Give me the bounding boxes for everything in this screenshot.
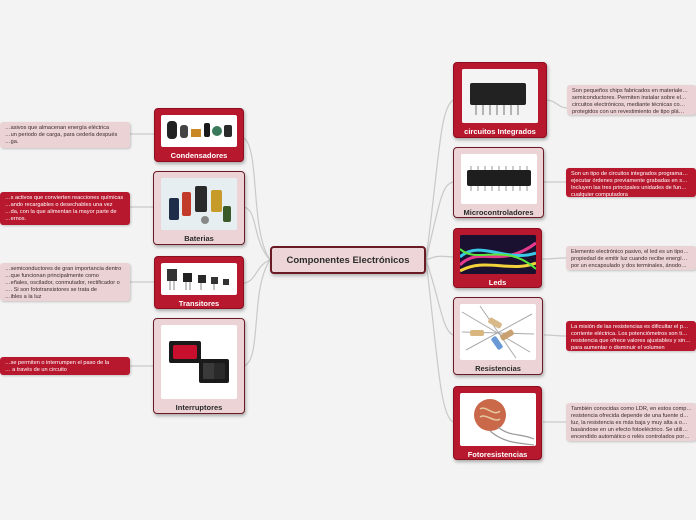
- desc-fotoresistencias: También conocidas como LDR, en estos com…: [566, 403, 696, 441]
- connector-condensadores: [244, 138, 270, 260]
- topic-card-resistencias[interactable]: Resistencias: [453, 297, 543, 375]
- topic-card-microcontroladores[interactable]: Microcontroladores: [453, 147, 544, 218]
- central-topic[interactable]: Componentes Electrónicos: [270, 246, 426, 274]
- desc-transitores: …semiconductores de gran importancia den…: [0, 263, 130, 301]
- connector-fotoresistencias: [426, 260, 453, 422]
- topic-card-transitores[interactable]: Transitores: [154, 256, 244, 309]
- desc-condensadores: …asivos que almacenan energía eléctrica …: [0, 122, 130, 148]
- desc-leds: Elemento electrónico pasivo, el led es u…: [566, 246, 696, 270]
- desc-circuitos-integrados: Son pequeños chips fabricados en materia…: [567, 85, 696, 115]
- connector-micro: [426, 182, 453, 260]
- desc-baterias: …s activos que convierten reacciones quí…: [0, 192, 130, 225]
- batteries-photo-icon: [161, 178, 237, 230]
- desc-resistencias: La misión de las resistencias es dificul…: [566, 321, 696, 351]
- photoresistor-photo-icon: [460, 393, 536, 446]
- topic-card-interruptores[interactable]: Interruptores: [153, 318, 245, 414]
- connector-transitores: [244, 260, 270, 283]
- led-strip-photo-icon: [460, 235, 536, 274]
- topic-card-fotoresistencias[interactable]: Fotoresistencias: [453, 386, 542, 460]
- desc-interruptores: …se permiten o interrumpen el paso de la…: [0, 357, 130, 375]
- connector-leds: [426, 256, 453, 260]
- switches-photo-icon: [161, 325, 237, 399]
- capacitors-photo-icon: [161, 115, 237, 147]
- transistors-photo-icon: [161, 263, 237, 295]
- topic-card-condensadores[interactable]: Condensadores: [154, 108, 244, 162]
- ic-chip-photo-icon: [462, 69, 538, 123]
- connector-interruptores: [244, 260, 270, 366]
- connector-circuitos: [426, 100, 453, 260]
- topic-card-baterias[interactable]: Baterias: [153, 171, 245, 245]
- resistors-photo-icon: [460, 304, 536, 360]
- topic-card-leds[interactable]: Leds: [453, 228, 542, 288]
- microcontroller-photo-icon: [461, 154, 537, 204]
- topic-card-circuitos-integrados[interactable]: circuitos Integrados: [453, 62, 547, 138]
- desc-microcontroladores: Son un tipo de circuitos integrados prog…: [566, 168, 696, 197]
